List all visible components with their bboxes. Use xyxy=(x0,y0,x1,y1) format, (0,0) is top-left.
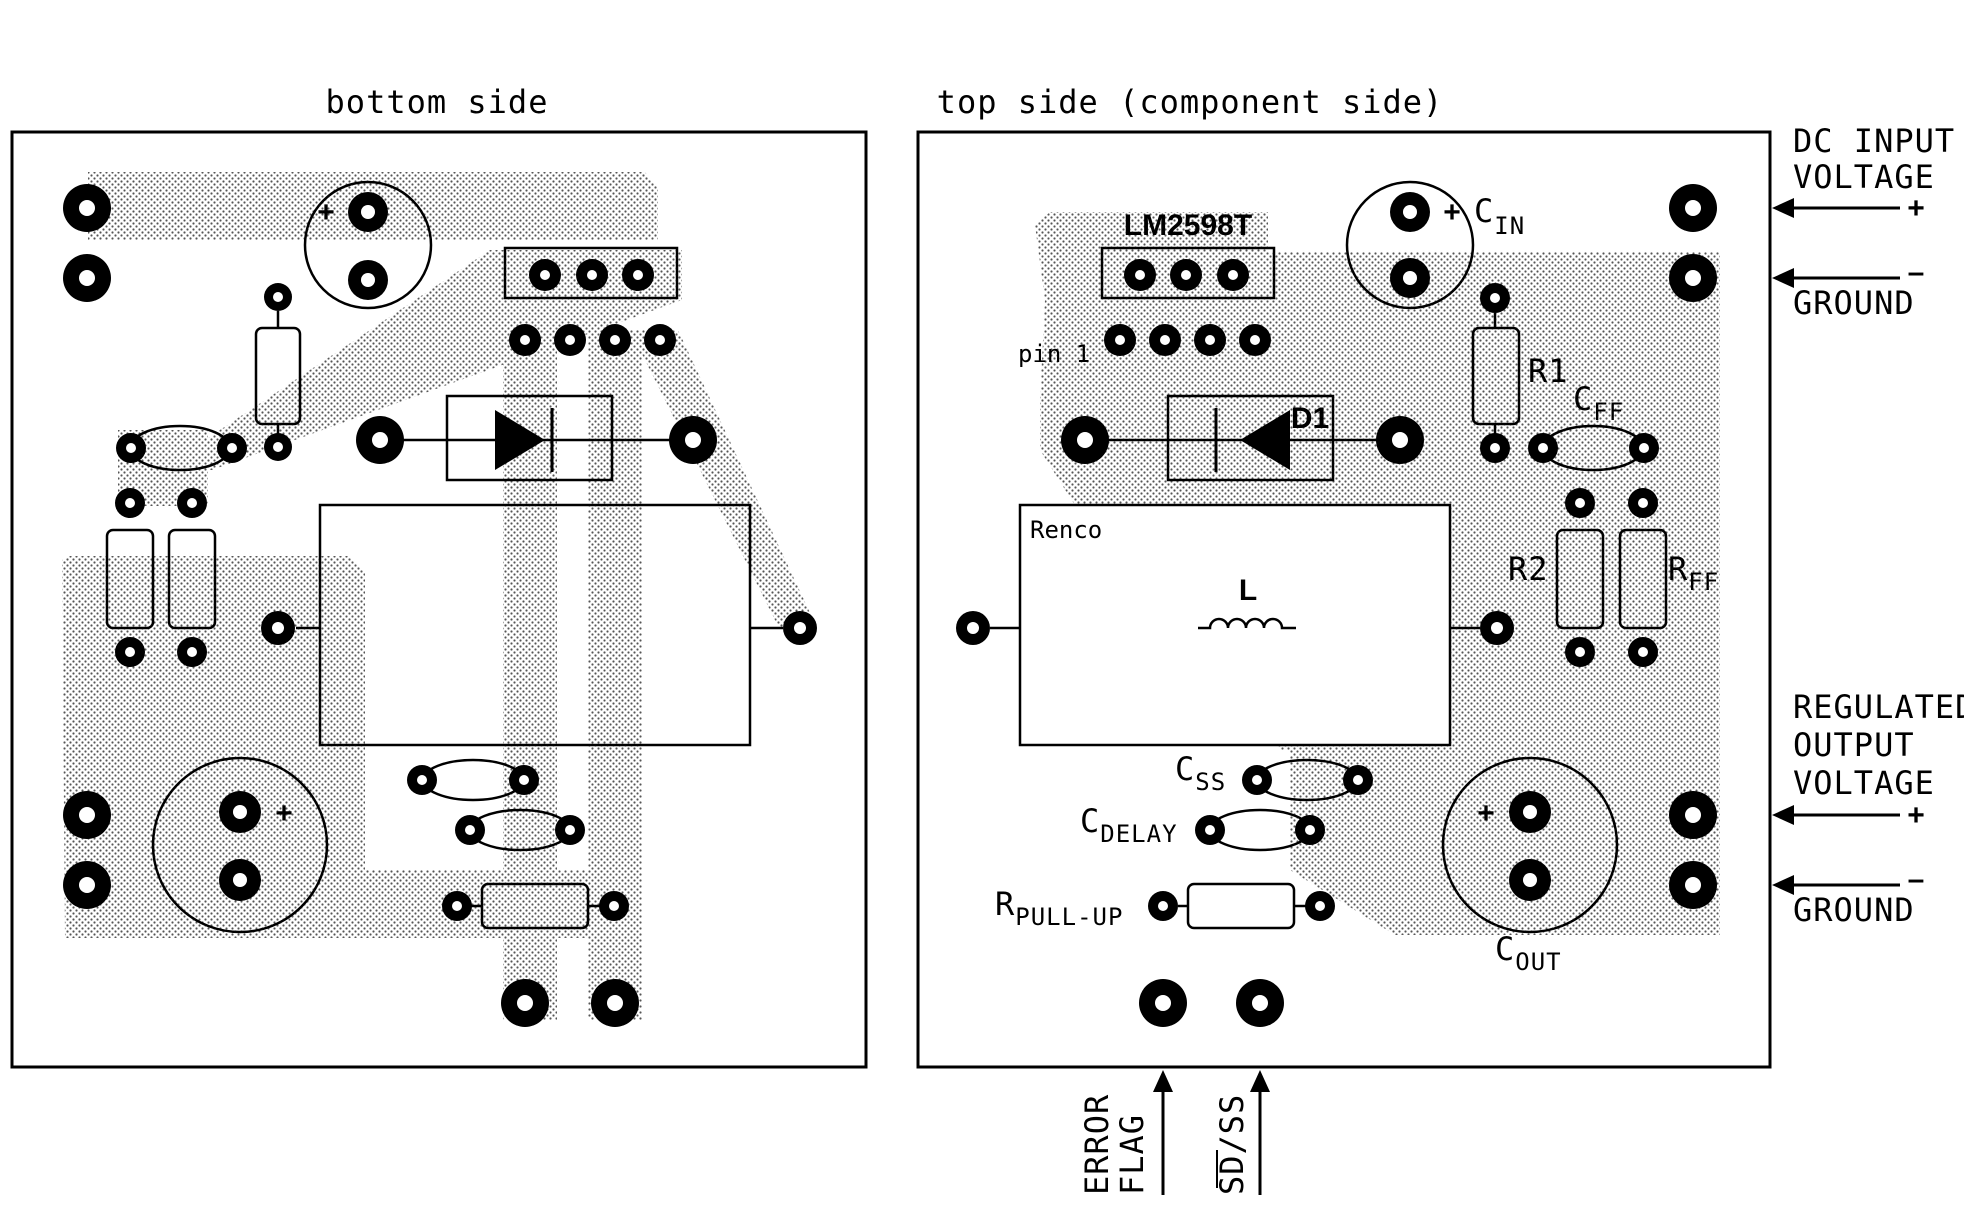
inductor-mfr-label: Renco xyxy=(1030,516,1102,544)
top-capacitor-css: CSS xyxy=(1175,750,1373,802)
top-control-pads xyxy=(1139,979,1284,1027)
bottom-ic-footprint xyxy=(503,246,679,356)
cout-plus: + xyxy=(1477,797,1495,830)
r2-label: R2 xyxy=(1508,550,1549,588)
reg-ground-label: GROUND xyxy=(1793,891,1915,929)
ic-label: LM2598T xyxy=(1124,209,1252,242)
reg-output-minus: – xyxy=(1908,863,1925,896)
top-resistors-r2-rff: R2 RFF xyxy=(1508,488,1719,667)
bottom-small-caps xyxy=(407,758,629,930)
bottom-resistor-pair xyxy=(105,488,217,667)
sd-ss-label: SD/SS xyxy=(1213,1094,1251,1195)
dc-input-plus: + xyxy=(1907,192,1925,225)
top-capacitor-cff: CFF xyxy=(1528,380,1659,472)
top-input-pads xyxy=(1669,184,1717,302)
cin-label: CIN xyxy=(1474,192,1525,240)
bottom-copper xyxy=(62,172,818,1020)
top-board-outline xyxy=(916,130,1772,1069)
bottom-cap-small-left xyxy=(116,424,247,472)
css-label: CSS xyxy=(1175,750,1226,796)
terminal-annotations: DC INPUT VOLTAGE + – GROUND REGULATED OU… xyxy=(1078,122,1964,1195)
dc-ground-label: GROUND xyxy=(1793,284,1915,322)
inductor-symbol xyxy=(1198,617,1296,630)
bottom-side-title: bottom side xyxy=(326,83,549,121)
cin-plus: + xyxy=(1443,196,1461,229)
bottom-capacitor-output: + xyxy=(151,756,329,934)
rff-label: RFF xyxy=(1668,550,1719,596)
top-capacitor-cdelay: CDELAY xyxy=(1080,802,1325,852)
inductor-label: L xyxy=(1239,574,1257,607)
bottom-resistor-vertical xyxy=(254,283,302,461)
top-side-view: top side (component side) LM2598T pin 1 … xyxy=(916,83,1772,1069)
bottom-pads xyxy=(63,184,817,1027)
cdelay-label: CDELAY xyxy=(1080,802,1178,848)
top-ic-footprint: LM2598T pin 1 xyxy=(1018,209,1276,368)
top-resistor-r1: R1 xyxy=(1471,283,1569,463)
bottom-capacitor-input: + xyxy=(303,180,433,310)
bottom-side-view: bottom side + xyxy=(10,83,868,1069)
bottom-cin-plus: + xyxy=(317,196,335,229)
dc-input-label-2: VOLTAGE xyxy=(1793,158,1935,196)
error-flag-label-2: FLAG xyxy=(1113,1114,1151,1195)
reg-output-label-1: REGULATED xyxy=(1793,688,1964,726)
reg-output-label-3: VOLTAGE xyxy=(1793,764,1935,802)
bottom-cout-plus: + xyxy=(275,797,293,830)
top-output-pads xyxy=(1669,791,1717,909)
top-inductor-l: Renco L xyxy=(956,503,1514,747)
d1-label: D1 xyxy=(1291,402,1329,435)
pin1-label: pin 1 xyxy=(1018,340,1090,368)
top-capacitor-cout: + COUT xyxy=(1441,756,1619,976)
top-side-title: top side (component side) xyxy=(937,83,1444,121)
cout-label: COUT xyxy=(1495,930,1562,976)
error-flag-label-1: ERROR xyxy=(1078,1094,1116,1195)
rpullup-label: RPULL-UP xyxy=(995,885,1123,931)
reg-output-label-2: OUTPUT xyxy=(1793,726,1915,764)
bottom-diode-footprint xyxy=(403,394,680,482)
bottom-inductor-outline xyxy=(296,503,783,747)
reg-output-plus: + xyxy=(1907,799,1925,832)
top-diode-d1: D1 xyxy=(1061,394,1424,482)
r1-label: R1 xyxy=(1528,352,1569,390)
cff-label: CFF xyxy=(1573,380,1624,426)
top-capacitor-input: + CIN xyxy=(1345,180,1525,310)
dc-input-label-1: DC INPUT xyxy=(1793,122,1955,160)
dc-input-minus: – xyxy=(1908,256,1925,289)
bottom-board-outline xyxy=(10,130,868,1069)
top-resistor-rpullup: RPULL-UP xyxy=(995,882,1335,931)
